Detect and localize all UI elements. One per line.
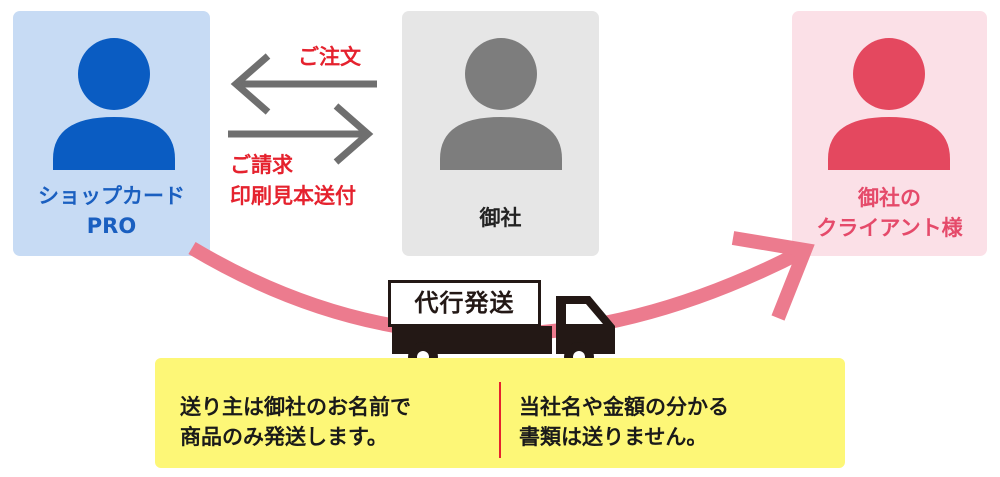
- shop-label-line1: ショップカード: [38, 184, 185, 208]
- note-left-line2: 商品のみ発送します。: [180, 425, 388, 449]
- client-node: 御社の クライアント様: [792, 11, 987, 256]
- client-label: 御社の クライアント様: [792, 183, 987, 243]
- person-icon: [440, 38, 562, 170]
- client-label-line1: 御社の: [858, 186, 921, 210]
- shop-label-line2: PRO: [86, 214, 137, 238]
- shop-label: ショップカード PRO: [13, 181, 210, 241]
- invoice-label-line1: ご請求: [230, 153, 293, 177]
- person-icon: [53, 38, 175, 170]
- invoice-arrow: [228, 103, 374, 165]
- notes-divider: [499, 382, 501, 458]
- note-right-line2: 書類は送りません。: [519, 425, 708, 449]
- client-label-line2: クライアント様: [816, 216, 963, 240]
- your-company-label: 御社: [479, 206, 522, 230]
- invoice-label-line2: 印刷見本送付: [230, 184, 356, 208]
- proxy-shipping-label: 代行発送: [388, 280, 541, 327]
- order-label: ご注文: [298, 45, 361, 69]
- your-company-node: 御社: [402, 11, 599, 256]
- order-arrow: [230, 53, 377, 115]
- notes-box: 送り主は御社のお名前で 商品のみ発送します。 当社名や金額の分かる 書類は送りま…: [155, 358, 845, 468]
- shop-card-pro-node: ショップカード PRO: [13, 11, 210, 256]
- note-left: 送り主は御社のお名前で 商品のみ発送します。: [180, 392, 411, 452]
- person-icon: [828, 38, 950, 170]
- invoice-label: ご請求 印刷見本送付: [230, 150, 356, 212]
- note-right-line1: 当社名や金額の分かる: [519, 395, 729, 419]
- note-right: 当社名や金額の分かる 書類は送りません。: [519, 392, 729, 452]
- note-left-line1: 送り主は御社のお名前で: [180, 395, 411, 419]
